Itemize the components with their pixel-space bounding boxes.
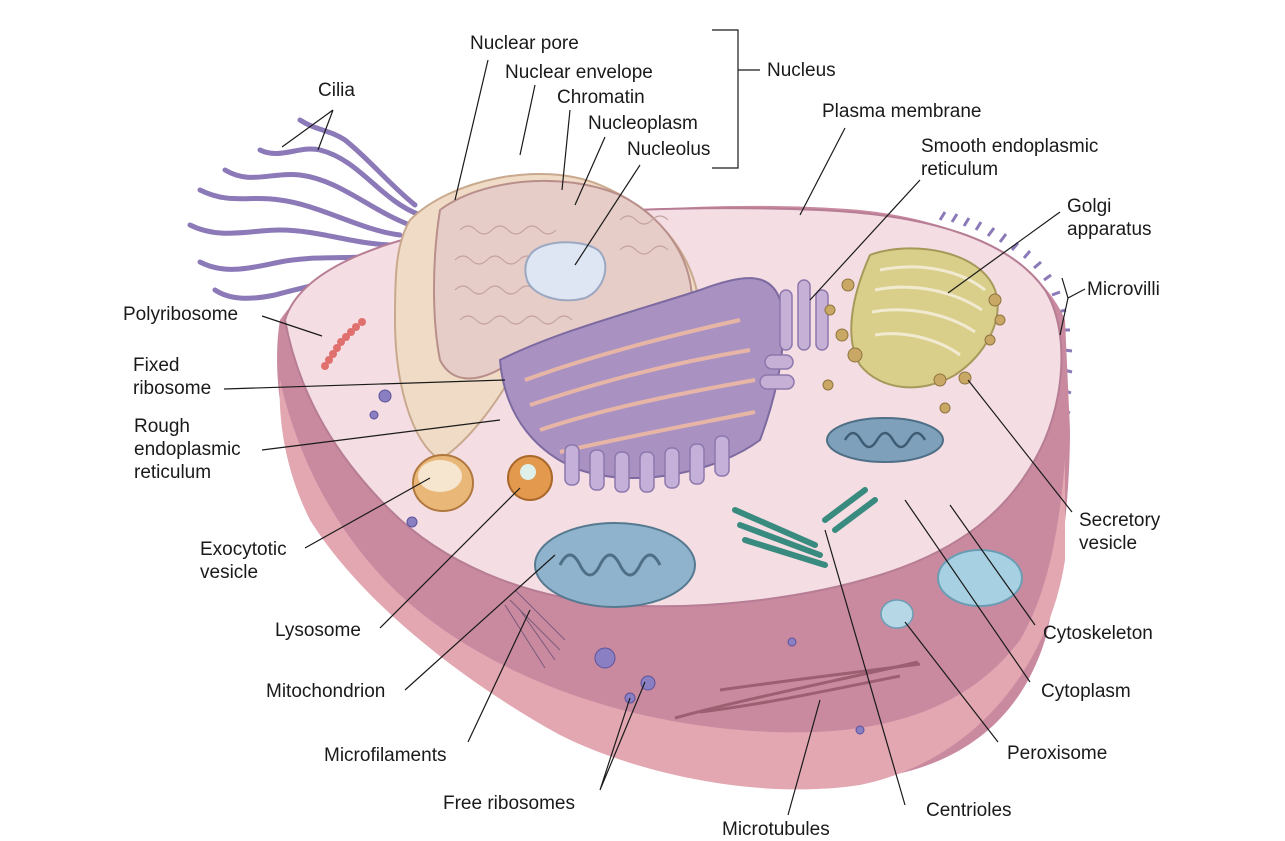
nucleus-bracket [712,29,760,169]
nucleolus [524,241,607,302]
label-mitochondrion: Mitochondrion [266,681,386,702]
label-exocytotic-vesicle: Exocytotic vesicle [200,539,287,583]
label-nuclear-envelope: Nuclear envelope [505,62,653,83]
label-cilia: Cilia [318,80,355,101]
label-plasma-membrane: Plasma membrane [822,101,982,122]
label-nucleoplasm: Nucleoplasm [588,113,698,134]
label-peroxisome: Peroxisome [1007,743,1108,764]
label-smooth-er: Smooth endoplasmic reticulum [921,136,1099,180]
label-golgi: Golgi apparatus [1067,196,1152,240]
label-centrioles: Centrioles [926,800,1012,821]
label-nucleus: Nucleus [767,60,836,81]
vesicles [412,454,553,512]
label-microvilli: Microvilli [1087,279,1160,300]
label-chromatin: Chromatin [557,87,645,108]
label-nucleolus: Nucleolus [627,139,711,160]
label-nuclear-pore: Nuclear pore [470,33,579,54]
label-microfilaments: Microfilaments [324,745,447,766]
label-lysosome: Lysosome [275,620,361,641]
microtubules [674,660,921,720]
secretory-vesicles [822,278,1006,414]
centrioles [732,487,878,568]
label-microtubules: Microtubules [722,819,830,840]
peroxisomes [880,549,1023,629]
label-free-ribosomes: Free ribosomes [443,793,575,814]
leader-lines [223,59,1086,816]
smooth-er [759,279,829,390]
free-ribosomes [369,389,865,735]
label-cytoskeleton: Cytoskeleton [1043,623,1153,644]
label-polyribosome: Polyribosome [123,304,239,325]
polyribosome [321,318,366,370]
label-secretory-vesicle: Secretory vesicle [1079,510,1161,554]
label-cytoplasm: Cytoplasm [1041,681,1131,702]
mitochondrion [534,417,944,608]
label-fixed-ribosome: Fixed ribosome [133,355,212,399]
label-rough-er: Rough endoplasmic reticulum [134,416,241,483]
